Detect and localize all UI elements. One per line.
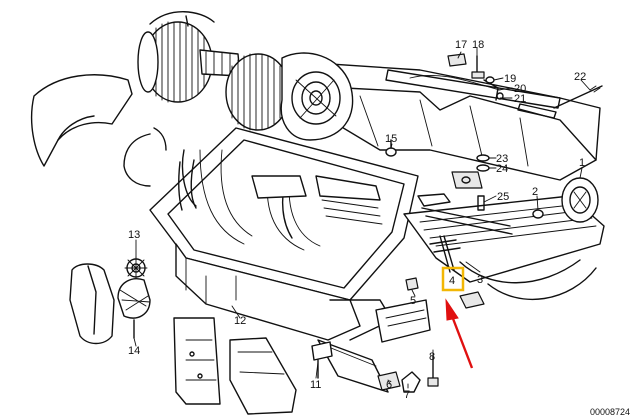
heater-core: [403, 177, 605, 301]
callout-6: 6: [386, 379, 392, 391]
callout-4: 4: [449, 275, 455, 287]
callout-15: 15: [385, 133, 397, 145]
callout-5: 5: [410, 295, 416, 307]
scroll-cover: [30, 74, 167, 187]
highlight-box: [441, 266, 465, 292]
document-code: 00008724: [590, 407, 630, 417]
callout-labels: 1 2 3 4 5 6 7 8 11 12 13 14 15 17 18 19 …: [128, 39, 586, 401]
callout-12: 12: [234, 315, 246, 327]
callout-24: 24: [496, 163, 508, 175]
callout-3: 3: [477, 274, 483, 286]
callout-8: 8: [429, 351, 435, 363]
leader-lines: [133, 47, 591, 389]
highlight-marker: [441, 266, 474, 369]
callout-19: 19: [504, 73, 516, 85]
hardware-left: [69, 256, 297, 415]
hardware-right: [311, 53, 603, 393]
callout-2: 2: [532, 186, 538, 198]
callout-20: 20: [514, 83, 526, 95]
callout-14: 14: [128, 345, 140, 357]
callout-13: 13: [128, 229, 140, 241]
callout-17: 17: [455, 39, 467, 51]
callout-25: 25: [497, 191, 509, 203]
callout-7: 7: [404, 389, 410, 401]
heater-box: [149, 127, 431, 393]
callout-11: 11: [310, 379, 321, 391]
red-arrowhead: [445, 298, 459, 321]
blower-assembly: [137, 11, 354, 141]
callout-18: 18: [472, 39, 484, 51]
callout-23: 23: [496, 153, 508, 165]
upper-housing: [299, 61, 601, 181]
callout-1: 1: [579, 157, 585, 169]
callout-21: 21: [514, 93, 526, 105]
red-arrow: [450, 315, 474, 369]
callout-22: 22: [574, 71, 586, 83]
